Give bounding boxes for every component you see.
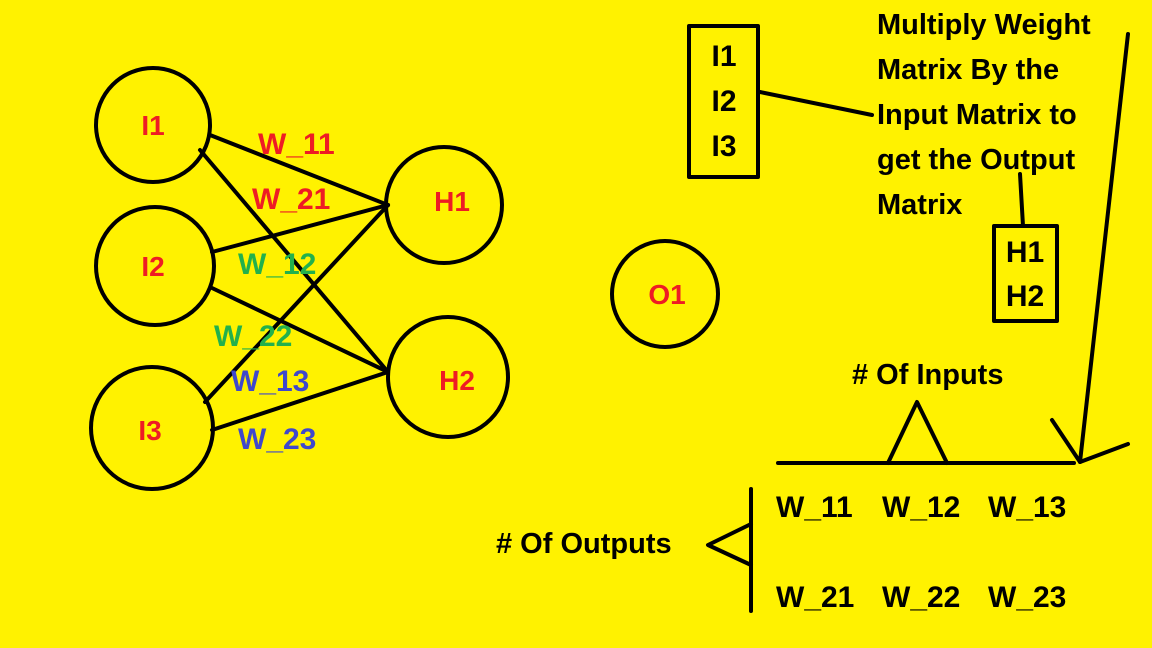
node-h1-label: H1: [434, 186, 470, 217]
matrix-arrow: [1050, 32, 1130, 464]
weight-matrix: W_11 W_12 W_13 W_21 W_22 W_23: [776, 491, 1066, 614]
note-connector-line: [758, 90, 874, 117]
node-i3-label: I3: [138, 415, 161, 446]
matrix-cell: W_12: [882, 491, 960, 524]
outputs-indicator: # Of Outputs: [496, 487, 753, 613]
output-vector-item: H2: [1006, 280, 1044, 313]
weight-label-w13: W_13: [231, 365, 309, 398]
node-o1-label: O1: [648, 279, 685, 310]
matrix-cell: W_22: [882, 581, 960, 614]
input-vector-item: I2: [711, 85, 736, 118]
input-vector-item: I3: [711, 130, 736, 163]
weight-label-w11: W_11: [258, 128, 335, 161]
note-line: Multiply Weight: [877, 9, 1091, 41]
outputs-caret-icon: [706, 522, 753, 567]
arrow-head-icon: [1050, 418, 1130, 464]
weight-labels: W_11 W_21 W_12 W_22 W_13 W_23: [214, 128, 335, 456]
node-i2-label: I2: [141, 251, 164, 282]
weight-label-w23: W_23: [238, 423, 316, 456]
inputs-caret-icon: [886, 400, 949, 465]
matrix-cell: W_21: [776, 581, 854, 614]
edge-i2-h1: [210, 203, 390, 254]
note-line: Matrix By the: [877, 54, 1059, 86]
node-i1: [94, 66, 212, 184]
hidden-layer: H1 H2: [384, 145, 510, 439]
note-line: get the Output: [877, 144, 1075, 176]
edge-i3-h2: [210, 370, 390, 432]
edge-i1-h2: [198, 148, 390, 374]
node-i3: [89, 365, 215, 491]
output-layer: O1: [610, 239, 720, 349]
inputs-indicator: # Of Inputs: [776, 359, 1076, 465]
note-line: Input Matrix to: [877, 99, 1077, 131]
node-h1: [384, 145, 504, 265]
weight-label-w22: W_22: [214, 320, 292, 353]
node-h2: [386, 315, 510, 439]
node-o1: [610, 239, 720, 349]
connections: [198, 133, 390, 432]
output-vector-box: [992, 224, 1059, 323]
explanation-note: Multiply Weight Matrix By the Input Matr…: [877, 9, 1091, 221]
node-i2: [94, 205, 216, 327]
node-h2-label: H2: [439, 365, 475, 396]
edge-i3-h1: [203, 203, 390, 404]
node-i1-label: I1: [141, 110, 164, 141]
matrix-cell: W_13: [988, 491, 1066, 524]
output-vector-item: H1: [1006, 236, 1044, 269]
arrow-shaft: [1078, 32, 1130, 464]
weight-label-w21: W_21: [252, 183, 330, 216]
input-layer: I1 I2 I3: [89, 66, 216, 491]
edge-i1-h1: [208, 133, 390, 207]
input-vector: I1 I2 I3: [687, 24, 760, 179]
output-vector: H1 H2: [992, 224, 1059, 323]
outputs-label: # Of Outputs: [496, 528, 672, 560]
matrix-cell: W_23: [988, 581, 1066, 614]
weight-label-w12: W_12: [238, 248, 316, 281]
output-connector-line: [1018, 172, 1025, 228]
matrix-cell: W_11: [776, 491, 853, 524]
edge-i2-h2: [210, 286, 390, 374]
note-line: Matrix: [877, 189, 962, 221]
input-vector-item: I1: [711, 40, 736, 73]
input-vector-box: [687, 24, 760, 179]
inputs-label: # Of Inputs: [852, 359, 1003, 391]
